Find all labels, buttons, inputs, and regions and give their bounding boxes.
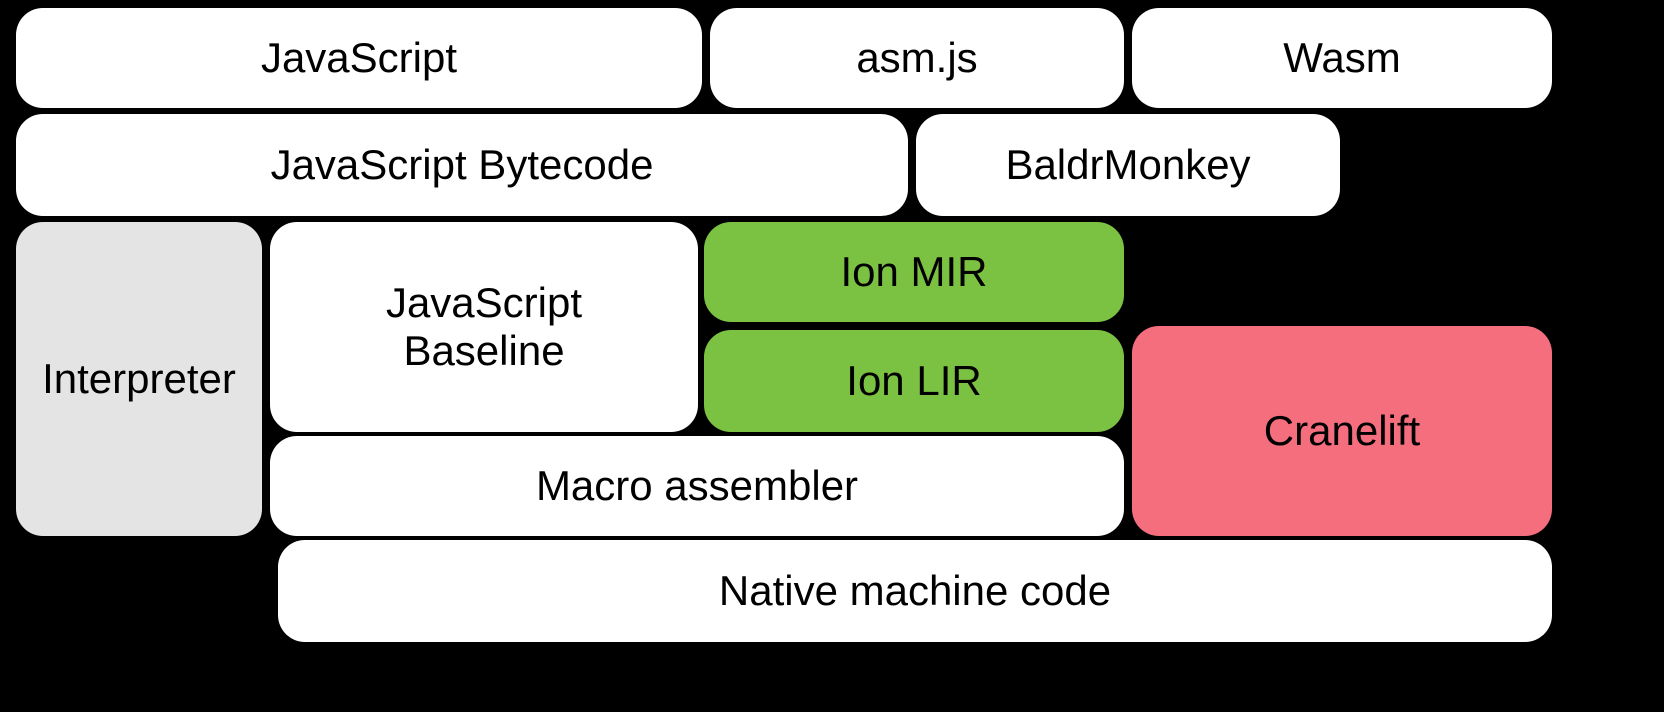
node-wasm: Wasm: [1132, 8, 1552, 108]
node-cranelift-label: Cranelift: [1263, 406, 1421, 454]
node-baldrmonkey: BaldrMonkey: [916, 114, 1340, 216]
node-ion-mir-label: Ion MIR: [840, 247, 988, 295]
node-javascript-bytecode-label: JavaScript Bytecode: [270, 140, 654, 188]
node-baldrmonkey-label: BaldrMonkey: [1005, 140, 1251, 188]
node-wasm-label: Wasm: [1283, 33, 1401, 81]
node-macro-assembler-label: Macro assembler: [535, 461, 859, 509]
node-cranelift: Cranelift: [1132, 326, 1552, 536]
node-javascript-baseline-label: JavaScript Baseline: [385, 278, 583, 374]
node-asmjs-label: asm.js: [856, 33, 978, 81]
node-ion-lir: Ion LIR: [704, 330, 1124, 432]
node-javascript-baseline: JavaScript Baseline: [270, 222, 698, 432]
node-javascript: JavaScript: [16, 8, 702, 108]
node-javascript-label: JavaScript: [260, 33, 458, 81]
node-ion-mir: Ion MIR: [704, 222, 1124, 322]
node-ion-lir-label: Ion LIR: [846, 356, 982, 404]
node-native-machine-code-label: Native machine code: [718, 566, 1112, 614]
node-interpreter-label: Interpreter: [42, 354, 236, 402]
node-javascript-bytecode: JavaScript Bytecode: [16, 114, 908, 216]
node-interpreter: Interpreter: [16, 222, 262, 536]
node-macro-assembler: Macro assembler: [270, 436, 1124, 536]
node-native-machine-code: Native machine code: [278, 540, 1552, 642]
node-asmjs: asm.js: [710, 8, 1124, 108]
